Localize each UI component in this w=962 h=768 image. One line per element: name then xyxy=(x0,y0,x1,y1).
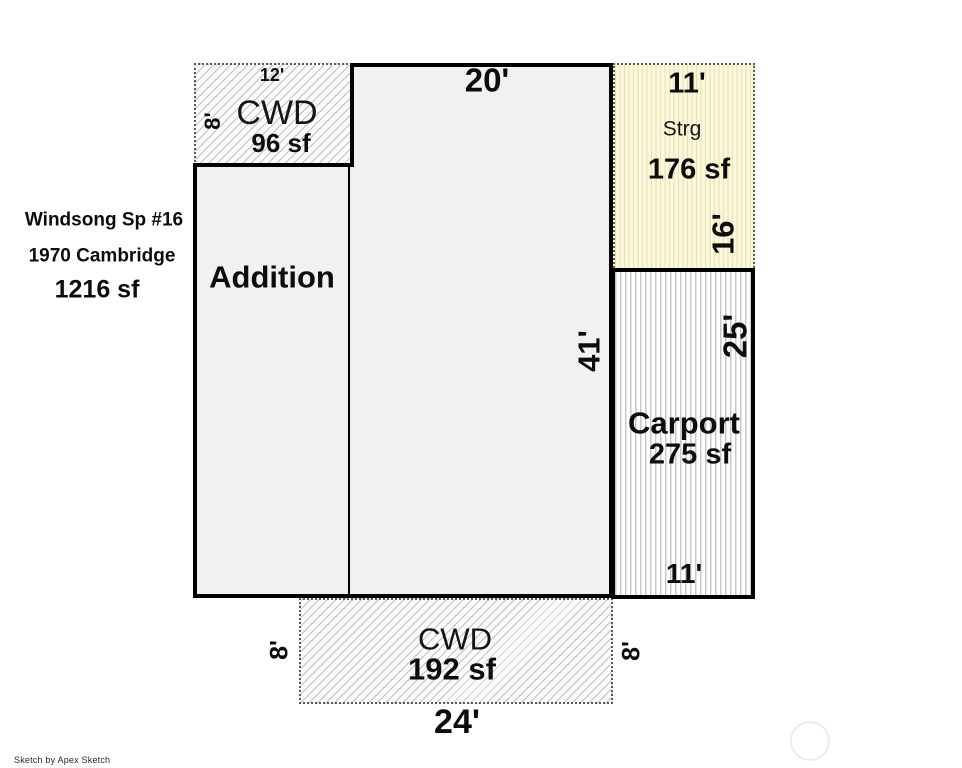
cwd-bottom-area: 192 sf xyxy=(408,651,496,687)
dim-carport-width: 11' xyxy=(665,558,703,589)
dim-cwd-bottom-depth-right: 8' xyxy=(617,641,646,661)
region-main-dwelling xyxy=(350,63,613,598)
watermark-circle xyxy=(790,721,830,761)
dim-storage-width: 11' xyxy=(668,67,706,100)
carport-area: 275 sf xyxy=(648,438,732,471)
dim-cwd-top-width: 12' xyxy=(259,65,285,85)
dim-cwd-bottom-depth-left: 8' xyxy=(265,640,294,660)
dim-carport-depth: 25' xyxy=(716,313,754,359)
dim-storage-depth: 16' xyxy=(705,213,741,255)
carport-label: Carport xyxy=(628,405,740,441)
region-cwd-bottom xyxy=(299,598,613,704)
dim-cwd-top-depth: 8' xyxy=(200,112,225,130)
cwd-bottom-label: CWD xyxy=(417,621,493,657)
region-storage xyxy=(613,63,755,271)
region-addition xyxy=(193,163,350,598)
storage-area: 176 sf xyxy=(647,153,731,186)
dim-cwd-bottom-width: 24' xyxy=(434,703,480,741)
addition-label: Addition xyxy=(209,259,335,295)
region-cwd-top xyxy=(194,63,352,166)
credit-text: Sketch by Apex Sketch xyxy=(14,755,111,765)
storage-label: Strg xyxy=(662,117,702,141)
dim-main-depth: 41' xyxy=(571,330,607,372)
region-carport xyxy=(611,268,755,599)
wall-segment xyxy=(350,63,354,167)
property-name: Windsong Sp #16 xyxy=(24,209,184,231)
property-address: 1970 Cambridge xyxy=(28,245,176,267)
cwd-top-area: 96 sf xyxy=(251,128,311,158)
cwd-top-label: CWD xyxy=(236,94,318,132)
dim-main-width: 20' xyxy=(464,61,510,99)
property-total-area: 1216 sf xyxy=(54,275,140,304)
